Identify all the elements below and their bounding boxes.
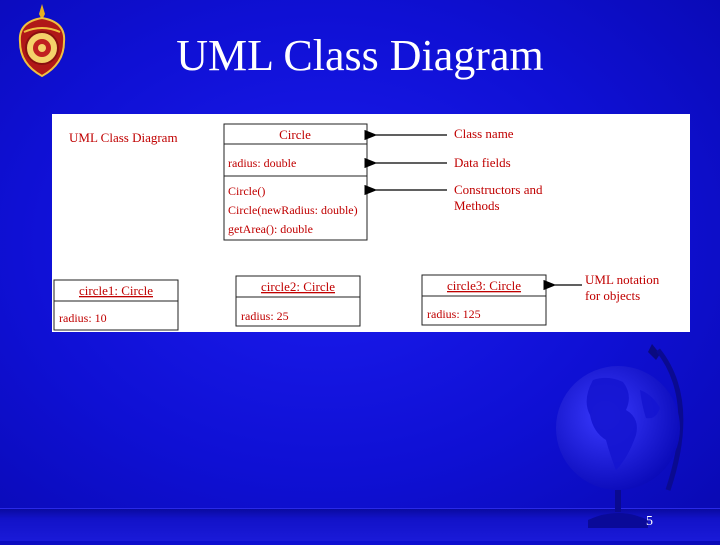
class-method: getArea(): double xyxy=(228,222,313,236)
slide-title: UML Class Diagram xyxy=(176,31,544,80)
object-name: circle1: Circle xyxy=(79,283,153,298)
annotation-object-notation: for objects xyxy=(585,288,640,303)
object-field: radius: 10 xyxy=(59,311,107,325)
annotation-object-notation: UML notation xyxy=(585,272,660,287)
object-name: circle3: Circle xyxy=(447,278,521,293)
class-method: Circle() xyxy=(228,184,265,198)
class-name: Circle xyxy=(279,127,311,142)
page-number: 5 xyxy=(646,514,653,529)
annotation-data-fields: Data fields xyxy=(454,155,511,170)
object-field: radius: 125 xyxy=(427,307,481,321)
diagram-heading: UML Class Diagram xyxy=(69,130,178,145)
object-name: circle2: Circle xyxy=(261,279,335,294)
globe-icon xyxy=(548,340,698,540)
object-box-circle3: circle3: Circle radius: 125 xyxy=(421,274,547,326)
annotation-class-name: Class name xyxy=(454,126,514,141)
object-field: radius: 25 xyxy=(241,309,289,323)
object-box-circle1: circle1: Circle radius: 10 xyxy=(53,279,179,331)
class-box-circle: Circle radius: double Circle() Circle(ne… xyxy=(223,123,368,241)
class-method: Circle(newRadius: double) xyxy=(228,203,358,217)
institution-emblem-logo xyxy=(14,2,70,78)
class-field: radius: double xyxy=(228,156,296,170)
object-box-circle2: circle2: Circle radius: 25 xyxy=(235,275,361,327)
uml-diagram-figure: UML Class Diagram Circle radius: double … xyxy=(52,114,690,332)
annotation-constructors: Constructors and xyxy=(454,182,543,197)
annotation-constructors: Methods xyxy=(454,198,500,213)
